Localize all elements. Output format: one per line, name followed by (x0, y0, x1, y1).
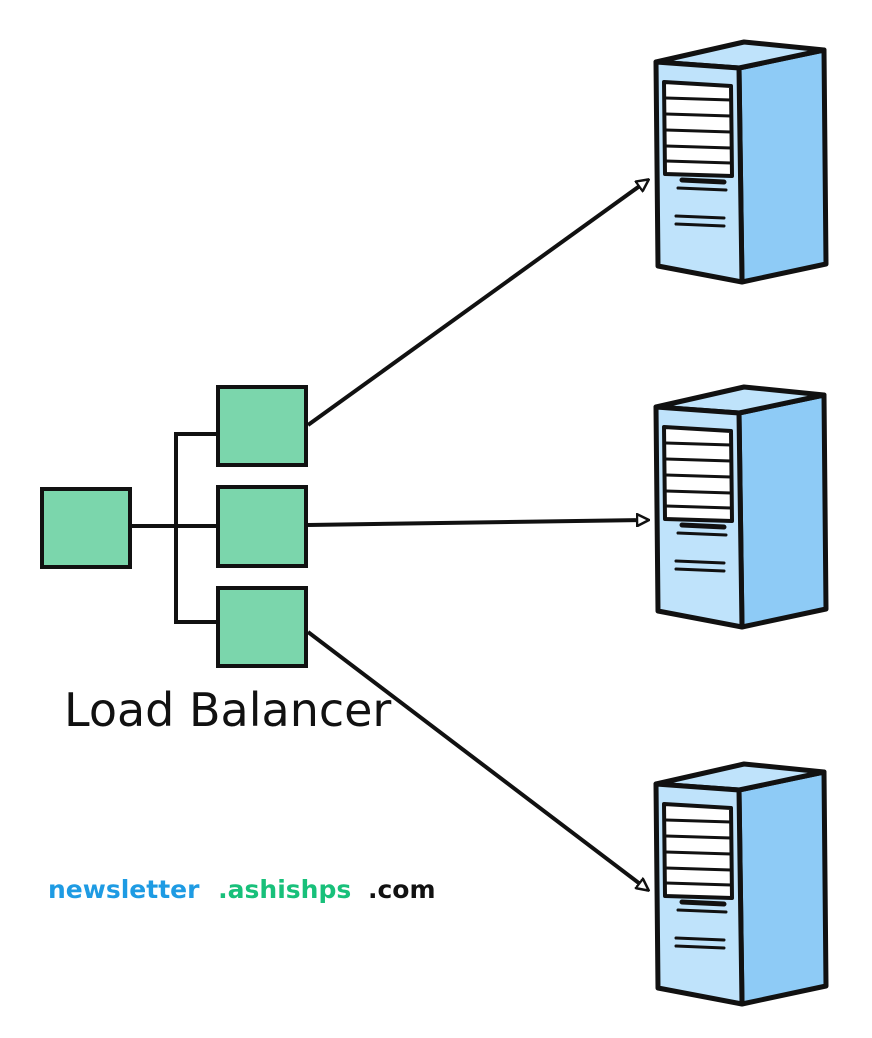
lb-node-bottom (216, 586, 308, 668)
server-icon (656, 387, 826, 627)
arrow-to-server-top (306, 180, 648, 427)
client-to-lb-connectors (130, 432, 218, 624)
arrow-to-server-bottom (306, 630, 648, 890)
brand-part-ashishps: .ashishps (218, 875, 351, 904)
server-icon (656, 42, 826, 282)
brand-part-newsletter: newsletter (48, 875, 200, 904)
brand-watermark: newsletter .ashishps .com (48, 875, 436, 904)
load-balancer-label: Load Balancer (64, 683, 391, 737)
load-balancer-group (216, 385, 308, 668)
client-node (40, 487, 132, 569)
lb-node-middle (216, 485, 308, 568)
brand-part-com: .com (368, 875, 436, 904)
server-icon (656, 764, 826, 1004)
arrow-to-server-middle (307, 520, 648, 525)
lb-node-top (216, 385, 308, 467)
